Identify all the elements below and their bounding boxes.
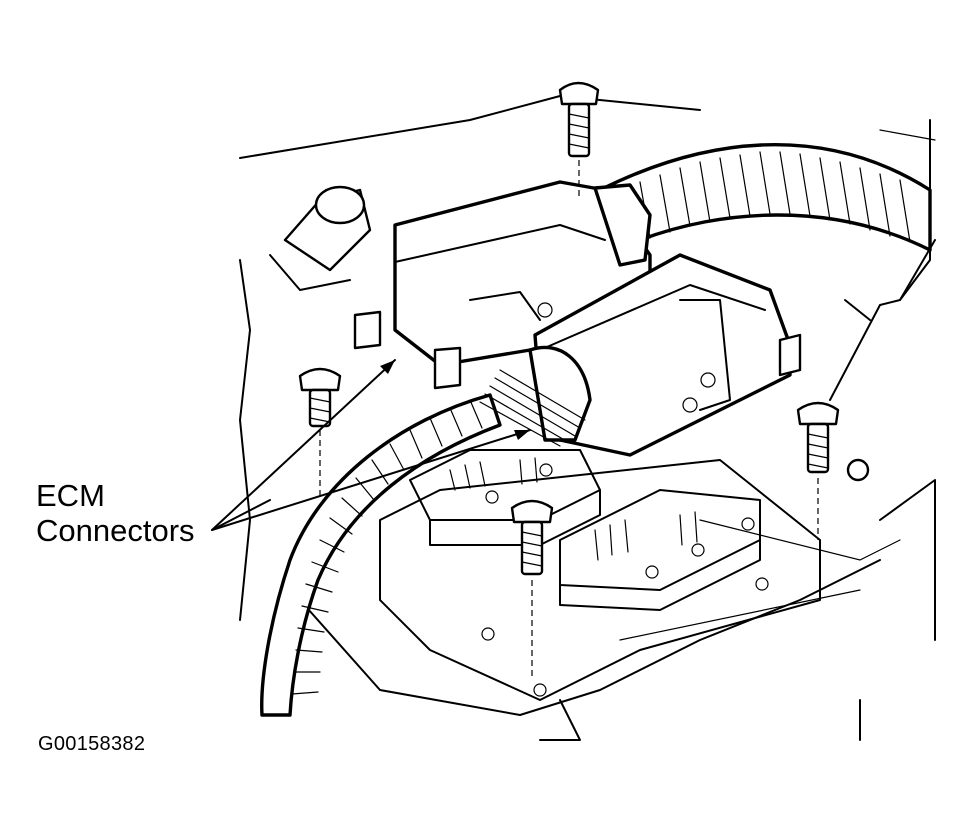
callout-leader-lines [211, 359, 531, 531]
callout-line-1: ECM [36, 478, 105, 513]
bolt-center [510, 499, 554, 680]
ecm-connector-lower [528, 253, 802, 457]
figure-id: G00158382 [38, 733, 146, 755]
left-cap-component [269, 185, 372, 291]
terminal-socket-right [559, 489, 761, 611]
bolt-left [298, 367, 342, 500]
ecm-base-plate [379, 459, 821, 701]
harness-loom-lower [260, 393, 502, 717]
terminal-socket-left [409, 449, 601, 546]
callout-line-2: Connectors [36, 513, 195, 548]
wire-bundle [479, 369, 586, 447]
background-probe [829, 239, 936, 482]
ecm-connectors-callout: ECM Connectors [36, 478, 195, 548]
bolt-right [796, 401, 840, 540]
bolt-top [558, 81, 600, 200]
